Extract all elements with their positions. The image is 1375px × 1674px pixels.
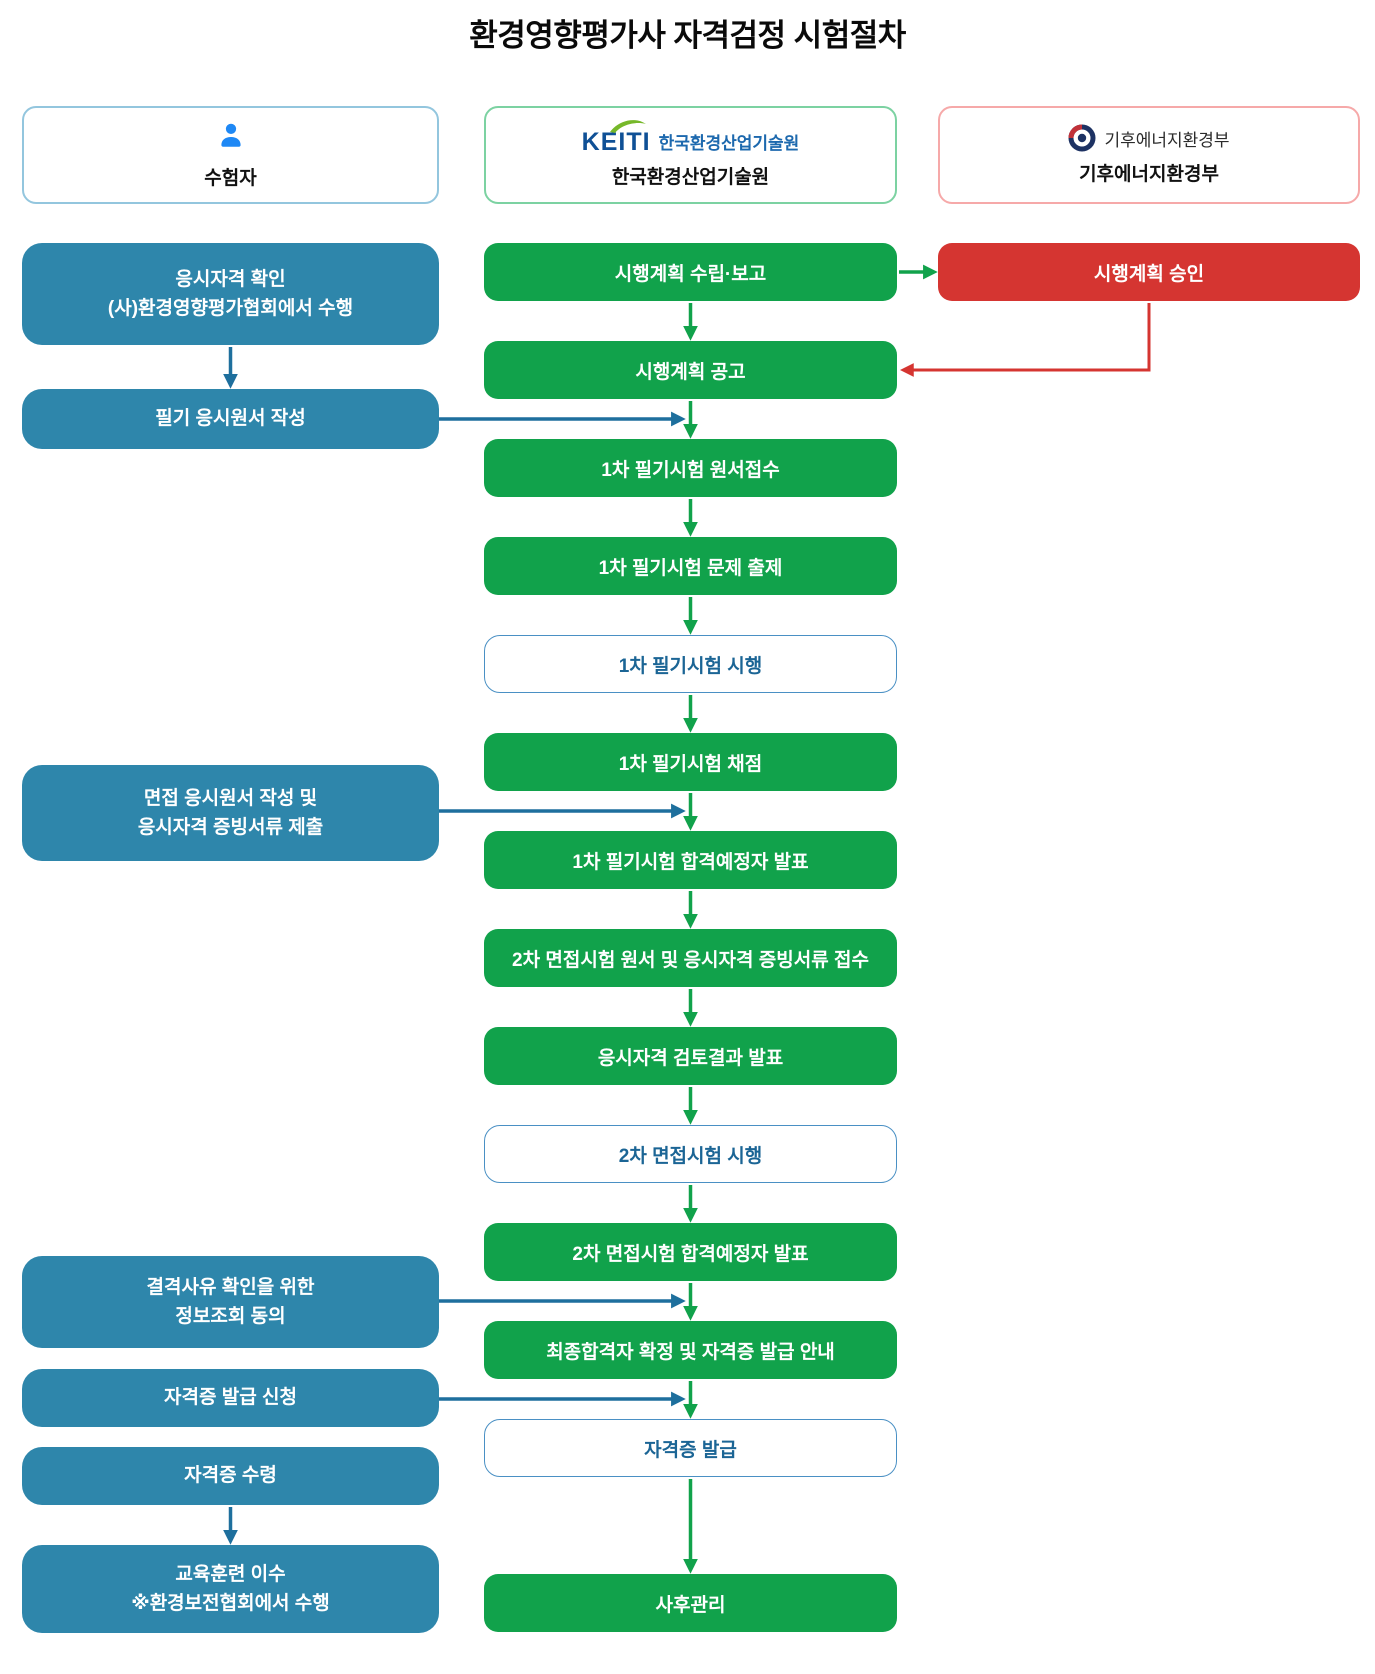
step-written-exam-execution: 1차 필기시험 시행 [484,635,897,693]
step-post-management: 사후관리 [484,1574,897,1632]
ministry-logo: 기후에너지환경부 [1068,124,1230,152]
step-written-exam-grading: 1차 필기시험 채점 [484,733,897,791]
step-plan-announcement: 시행계획 공고 [484,341,897,399]
step-disqualification-consent: 결격사유 확인을 위한 정보조회 동의 [22,1256,439,1348]
step-written-exam-question-setting: 1차 필기시험 문제 출제 [484,537,897,595]
keiti-logo: KEITI 한국환경산업기술원 [581,119,800,156]
page-title: 환경영향평가사 자격검정 시험절차 [469,18,906,53]
person-icon [216,121,246,156]
step-final-pass-certificate-guide: 최종합격자 확정 및 자격증 발급 안내 [484,1321,897,1379]
keiti-wordmark: KEITI [581,127,651,156]
step-interview-pass-announcement: 2차 면접시험 합격예정자 발표 [484,1223,897,1281]
lane-header-keiti: KEITI 한국환경산업기술원 한국환경산업기술원 [484,106,897,204]
step-certificate-issuance: 자격증 발급 [484,1419,897,1477]
keiti-leaf-icon [609,119,646,133]
lane-header-examinee: 수험자 [22,106,439,204]
ministry-logo-name: 기후에너지환경부 [1104,130,1230,150]
keiti-lane-label: 한국환경산업기술원 [611,166,770,188]
examinee-lane-label: 수험자 [204,167,257,189]
step-interview-exam-execution: 2차 면접시험 시행 [484,1125,897,1183]
step-written-exam-pass-announcement: 1차 필기시험 합격예정자 발표 [484,831,897,889]
keiti-logo-name: 한국환경산업기술원 [658,133,800,153]
step-written-application: 필기 응시원서 작성 [22,389,439,449]
lane-header-ministry: 기후에너지환경부 기후에너지환경부 [938,106,1360,204]
step-plan-approval: 시행계획 승인 [938,243,1360,301]
approval-to-announcement-arrow [899,303,1151,377]
step-training-completion: 교육훈련 이수 ※환경보전협회에서 수행 [22,1545,439,1633]
step-written-exam-registration: 1차 필기시험 원서접수 [484,439,897,497]
korea-gov-emblem-icon [1068,124,1096,152]
step-certificate-receipt: 자격증 수령 [22,1447,439,1505]
ministry-lane-label: 기후에너지환경부 [1079,164,1219,185]
step-eligibility-review-result: 응시자격 검토결과 발표 [484,1027,897,1085]
step-interview-application: 면접 응시원서 작성 및 응시자격 증빙서류 제출 [22,765,439,861]
step-eligibility-check: 응시자격 확인 (사)환경영향평가협회에서 수행 [22,243,439,345]
step-certificate-request: 자격증 발급 신청 [22,1369,439,1427]
step-interview-exam-registration: 2차 면접시험 원서 및 응시자격 증빙서류 접수 [484,929,897,987]
step-plan-establish-report: 시행계획 수립·보고 [484,243,897,301]
